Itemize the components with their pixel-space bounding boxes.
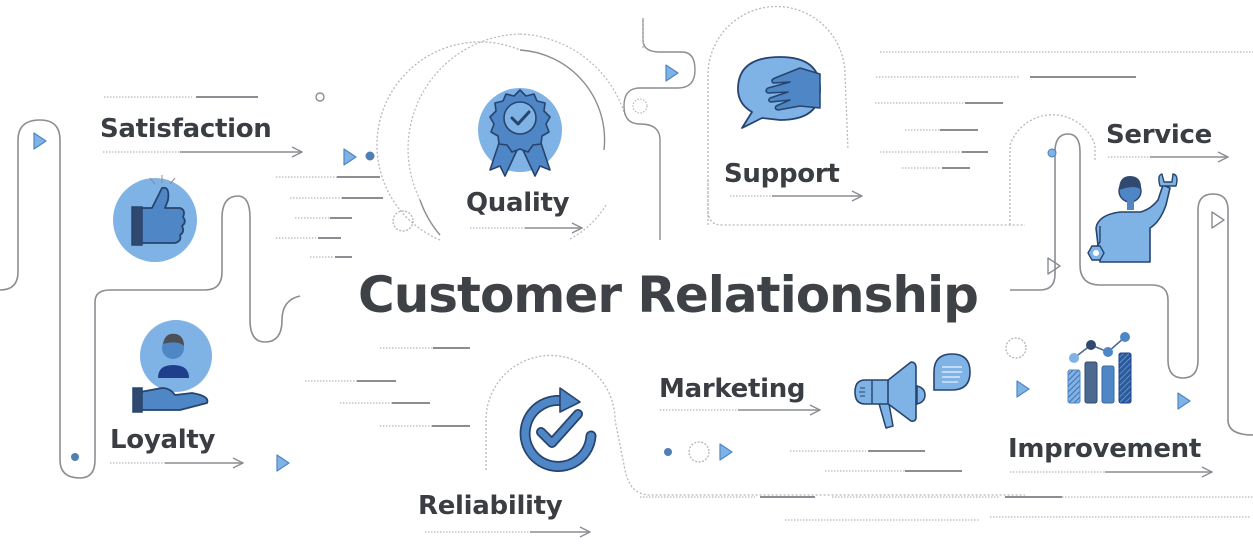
quality-label: Quality: [466, 188, 570, 218]
loyalty-label: Loyalty: [110, 425, 216, 455]
megaphone-icon: [854, 353, 971, 429]
improvement-label: Improvement: [1008, 434, 1202, 464]
reliability-label: Reliability: [418, 491, 563, 521]
marketing-label: Marketing: [659, 374, 806, 404]
satisfaction-label: Satisfaction: [100, 114, 272, 144]
page-title: Customer Relationship: [358, 266, 979, 324]
thumbs-up-icon: [113, 175, 197, 262]
growth-chart-icon: [1067, 332, 1132, 404]
hand-holding-user-icon: [132, 320, 212, 413]
support-label: Support: [724, 159, 840, 189]
award-badge-icon: [478, 88, 562, 177]
refresh-check-icon: [519, 387, 597, 472]
service-person-wrench-icon: [1087, 173, 1178, 263]
helping-hand-chat-icon: [737, 56, 821, 129]
service-label: Service: [1106, 120, 1212, 150]
